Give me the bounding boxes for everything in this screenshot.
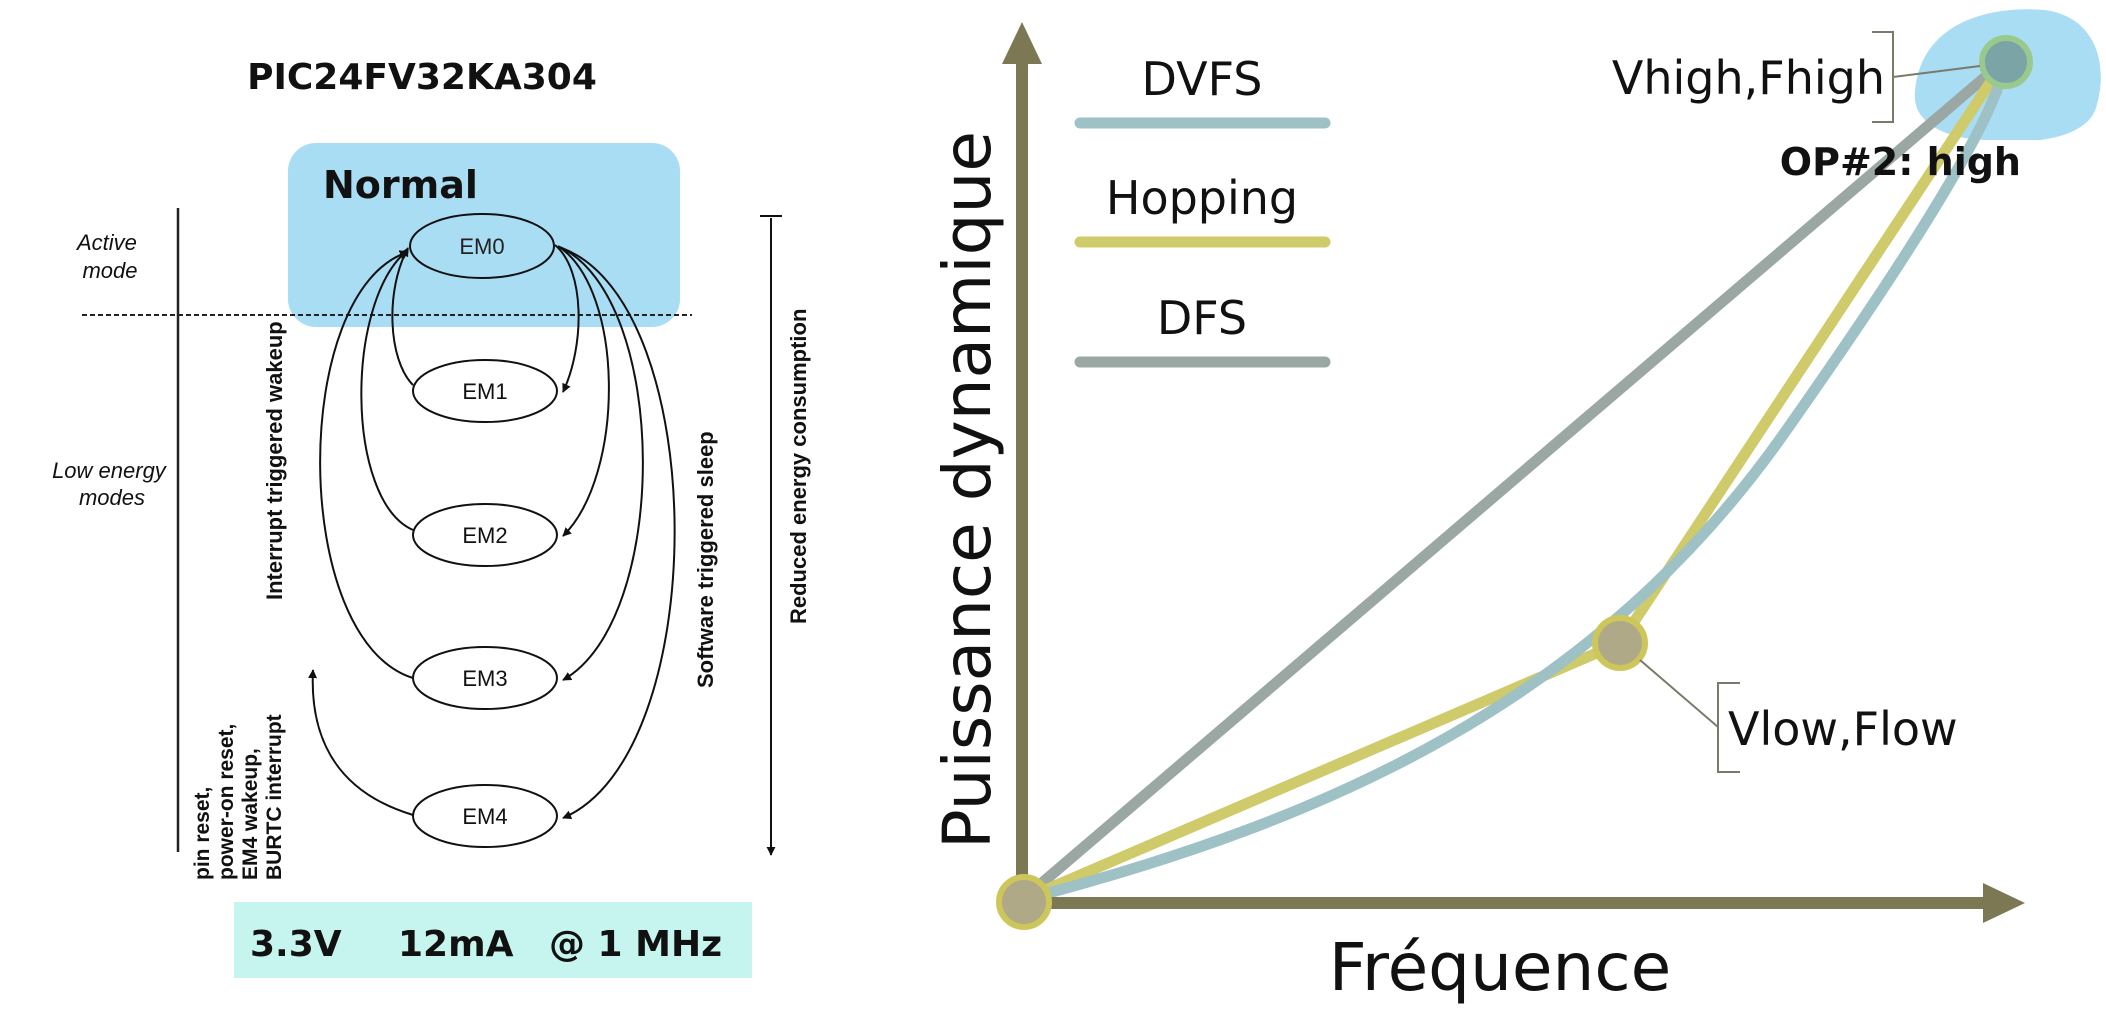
state-em0-label: EM0 xyxy=(459,234,504,259)
power-frequency-diagram: Puissance dynamique Fréquence DVFS Hoppi… xyxy=(929,9,2101,1006)
low-point-label: Vlow,Flow xyxy=(1728,702,1958,756)
energy-modes-diagram: PIC24FV32KA304 Normal Active mode Low en… xyxy=(52,57,811,978)
dvfs-curve xyxy=(1016,54,2011,906)
legend-hopping-label: Hopping xyxy=(1106,171,1298,225)
wakeup-transitions xyxy=(308,247,414,816)
chip-title: PIC24FV32KA304 xyxy=(247,57,597,98)
origin-point xyxy=(996,874,1052,930)
y-axis-label: Puissance dynamique xyxy=(929,131,1006,849)
reduced-consumption-label: Reduced energy consumption xyxy=(786,309,811,624)
spec-box xyxy=(234,902,752,978)
state-em2-label: EM2 xyxy=(462,523,507,548)
state-em0: EM0 xyxy=(409,213,555,279)
state-em2: EM2 xyxy=(412,503,558,567)
spec-voltage: 3.3V xyxy=(250,924,342,965)
state-em1-label: EM1 xyxy=(462,379,507,404)
reset-sources-label: pin reset, power-on reset, EM4 wakeup, B… xyxy=(191,714,286,880)
high-point-bracket xyxy=(1872,31,1981,123)
state-em4: EM4 xyxy=(412,784,558,848)
state-em1: EM1 xyxy=(412,359,558,423)
active-mode-label: Active mode xyxy=(75,230,143,283)
spec-frequency: @ 1 MHz xyxy=(549,924,722,965)
y-axis-arrowhead xyxy=(1002,22,1042,64)
low-energy-modes-label: Low energy modes xyxy=(52,458,172,510)
state-em3-label: EM3 xyxy=(462,666,507,691)
spec-current: 12mA xyxy=(398,924,514,965)
high-point-label: Vhigh,Fhigh xyxy=(1612,51,1885,105)
low-operating-point xyxy=(1592,615,1648,671)
software-sleep-label: Software triggered sleep xyxy=(693,431,718,688)
state-em3: EM3 xyxy=(412,646,558,710)
op-label: OP#2: high xyxy=(1780,140,2021,184)
low-point-bracket xyxy=(1639,659,1740,773)
normal-label: Normal xyxy=(323,163,478,207)
x-axis-label: Fréquence xyxy=(1329,929,1672,1006)
high-operating-point xyxy=(1979,35,2033,89)
dfs-curve xyxy=(1016,54,2011,906)
sleep-transitions xyxy=(554,244,676,819)
x-axis-arrowhead xyxy=(1983,883,2025,923)
legend-dfs-label: DFS xyxy=(1157,291,1247,345)
legend-dvfs-label: DVFS xyxy=(1142,52,1263,106)
state-em4-label: EM4 xyxy=(462,804,507,829)
legend: DVFS Hopping DFS xyxy=(1074,52,1331,368)
interrupt-wakeup-label: Interrupt triggered wakeup xyxy=(262,321,287,600)
